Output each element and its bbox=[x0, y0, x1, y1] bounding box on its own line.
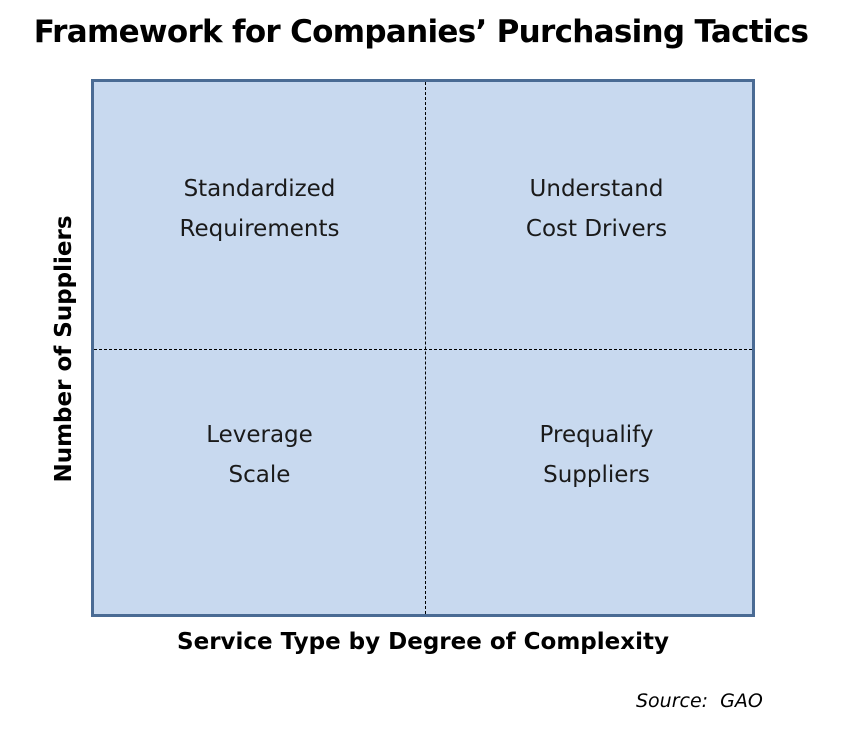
source-note: Source: GAO bbox=[636, 690, 763, 712]
quadrant-bottom-right: Prequalify Suppliers bbox=[431, 415, 762, 495]
quadrant-top-right-line2: Cost Drivers bbox=[525, 216, 668, 242]
y-axis-label: Number of Suppliers bbox=[51, 215, 77, 483]
vertical-divider bbox=[425, 82, 426, 614]
quadrant-bottom-left-line1: Leverage bbox=[206, 422, 313, 448]
quadrant-top-right: Understand Cost Drivers bbox=[431, 169, 762, 249]
quadrant-top-left-line2: Requirements bbox=[179, 216, 340, 242]
diagram-title: Framework for Companies’ Purchasing Tact… bbox=[33, 14, 809, 50]
quadrant-bottom-right-line2: Suppliers bbox=[543, 462, 650, 488]
quadrant-matrix: Standardized Requirements Understand Cos… bbox=[91, 79, 755, 617]
quadrant-bottom-right-line1: Prequalify bbox=[539, 422, 654, 448]
quadrant-top-right-line1: Understand bbox=[529, 176, 664, 202]
x-axis-label: Service Type by Degree of Complexity bbox=[177, 629, 669, 655]
horizontal-divider bbox=[94, 349, 752, 350]
quadrant-top-left-line1: Standardized bbox=[183, 176, 336, 202]
quadrant-bottom-left: Leverage Scale bbox=[94, 415, 425, 495]
quadrant-bottom-left-line2: Scale bbox=[228, 462, 291, 488]
quadrant-top-left: Standardized Requirements bbox=[94, 169, 425, 249]
